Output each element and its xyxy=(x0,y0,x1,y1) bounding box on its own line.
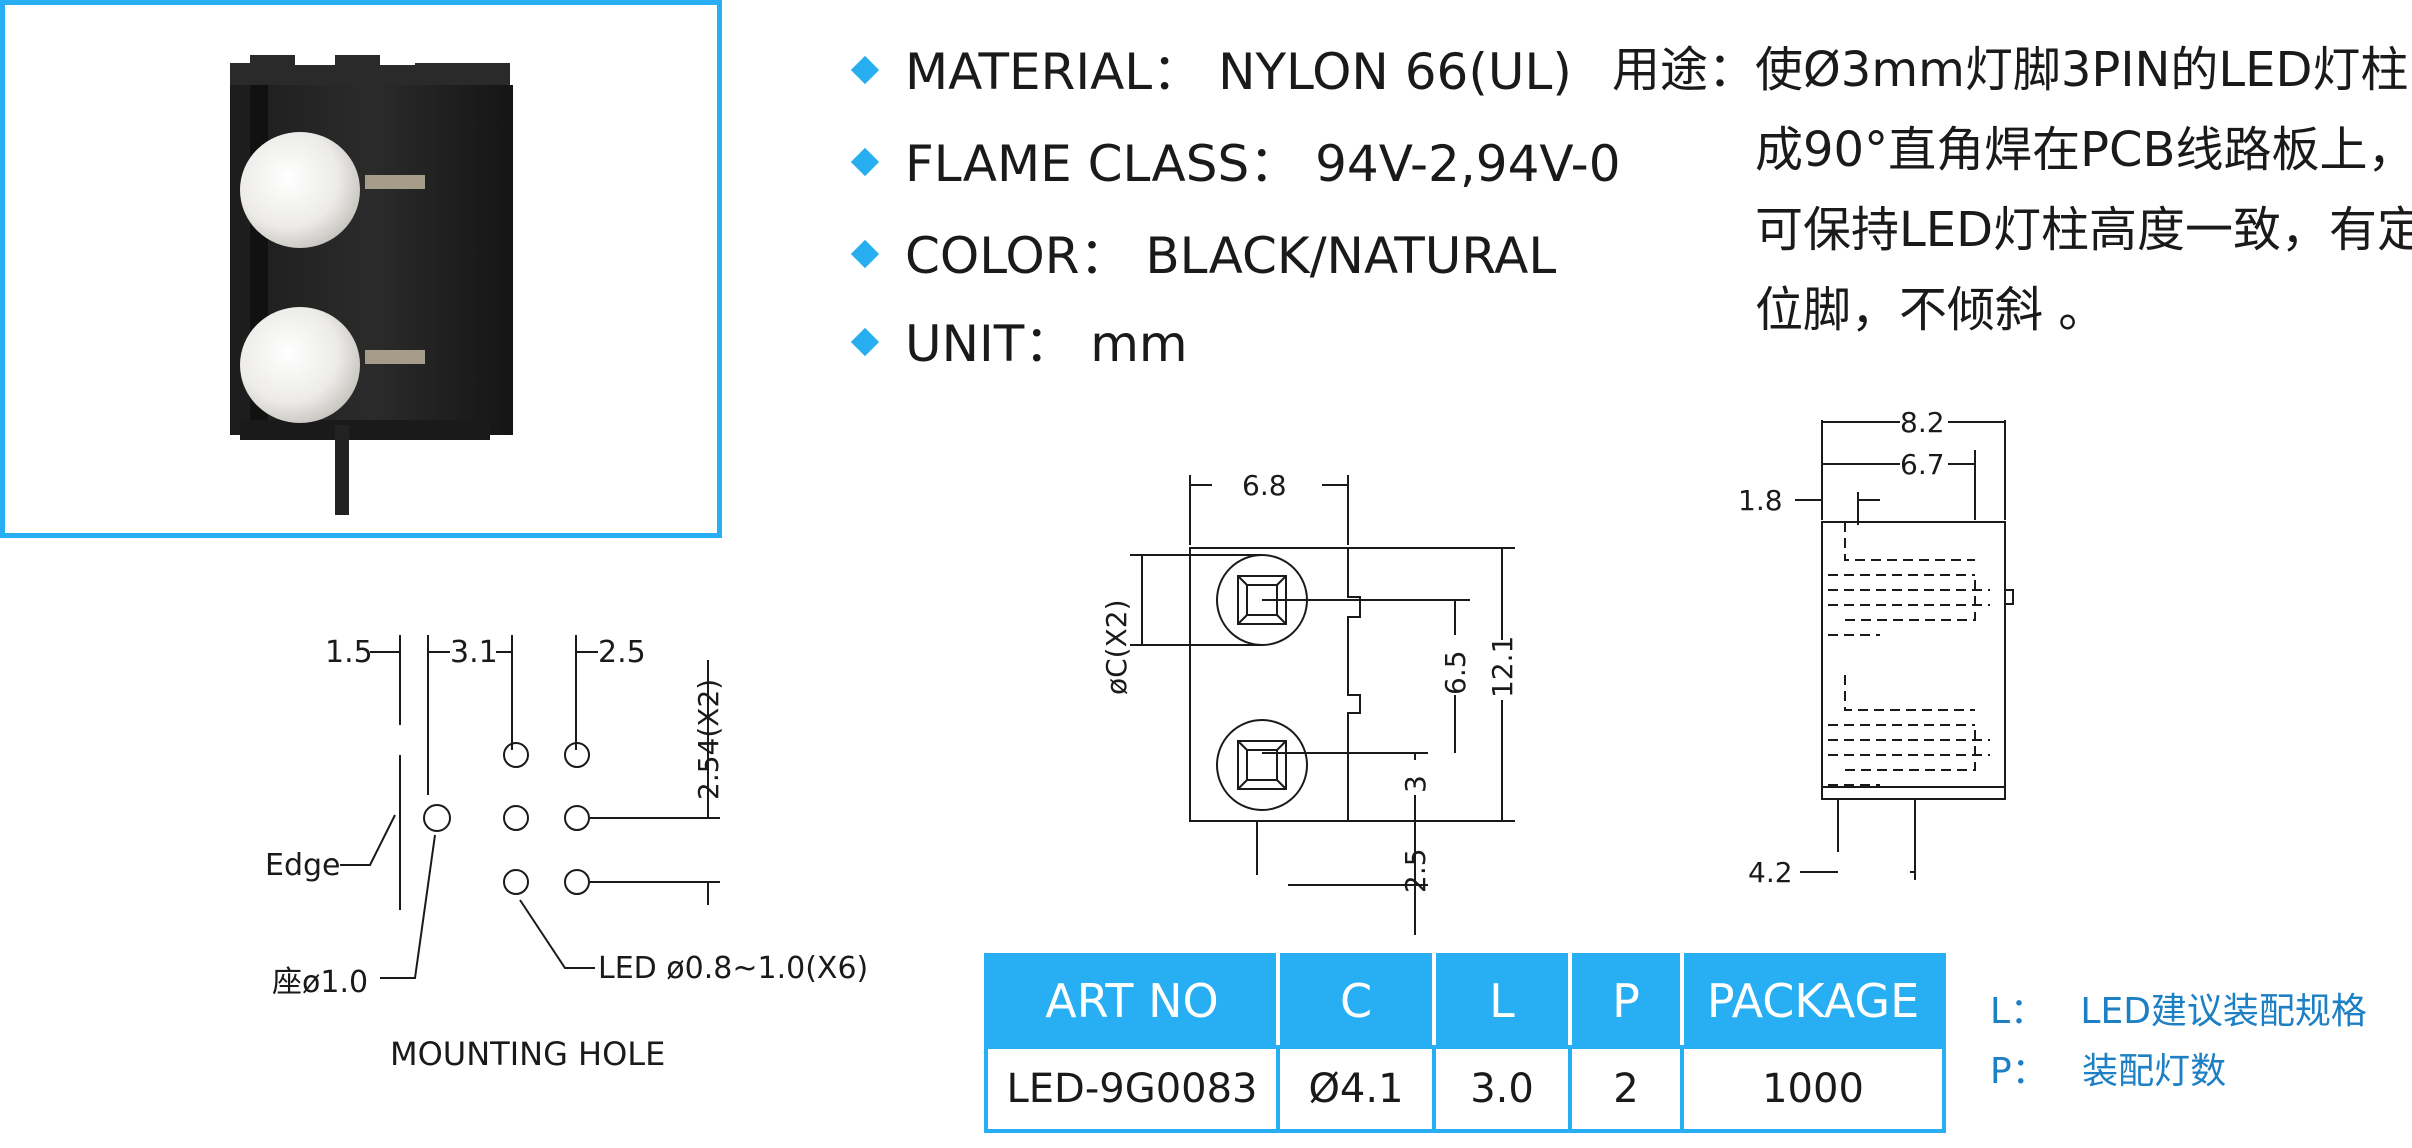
dim-oc: øC(X2) xyxy=(1100,599,1133,695)
dim-2-5-front: 2.5 xyxy=(1399,848,1432,893)
usage-line-1: 使Ø3mm灯脚3PIN的LED灯柱 xyxy=(1755,42,2409,98)
usage-line-3: 可保持LED灯柱高度一致，有定 xyxy=(1755,202,2412,258)
legend-p: P： 装配灯数 xyxy=(1990,1051,2227,1092)
header-p: P xyxy=(1568,953,1684,1049)
bullet-icon xyxy=(850,327,880,356)
bullet-icon xyxy=(850,239,880,268)
mounting-hole-drawing: 1.5 3.1 2.5 2.54(X2) Edge 座ø1.0 LED ø0.8… xyxy=(265,635,868,1073)
bullet-icon xyxy=(850,147,880,176)
edge-label: Edge xyxy=(265,848,341,883)
table-row: LED-9G0083 Ø4.1 3.0 2 1000 xyxy=(984,1045,1946,1133)
dim-8-2: 8.2 xyxy=(1900,406,1945,439)
seat-label: 座ø1.0 xyxy=(272,965,368,1000)
cell-p: 2 xyxy=(1568,1045,1684,1133)
dim-1-8: 1.8 xyxy=(1738,484,1783,517)
header-package: PACKAGE xyxy=(1680,953,1946,1049)
bullet-icon xyxy=(850,55,880,84)
dim-2-5: 2.5 xyxy=(598,635,646,670)
legend-l: L： LED建议装配规格 xyxy=(1990,991,2367,1032)
mounting-hole-title: MOUNTING HOLE xyxy=(390,1035,665,1073)
spec-flame-class: FLAME CLASS： 94V-2,94V-0 xyxy=(850,134,1621,194)
usage-line-4: 位脚，不倾斜 。 xyxy=(1755,282,2107,338)
header-l: L xyxy=(1432,953,1572,1049)
dim-6-5: 6.5 xyxy=(1439,650,1472,695)
dim-3: 3 xyxy=(1399,775,1432,793)
dim-4-2: 4.2 xyxy=(1748,856,1793,889)
led-hole-label: LED ø0.8~1.0(X6) xyxy=(598,951,868,986)
dim-1-5: 1.5 xyxy=(325,635,373,670)
dim-6-7: 6.7 xyxy=(1900,448,1945,481)
product-photo-frame xyxy=(0,0,722,538)
header-art-no: ART NO xyxy=(984,953,1280,1049)
table-header-row: ART NO C L P PACKAGE xyxy=(984,953,1946,1049)
dim-12-1: 12.1 xyxy=(1486,636,1519,698)
dim-3-1: 3.1 xyxy=(450,635,498,670)
dim-2-54: 2.54(X2) xyxy=(692,679,725,800)
cell-c: Ø4.1 xyxy=(1276,1045,1436,1133)
spec-material: MATERIAL： NYLON 66(UL) xyxy=(850,42,1572,102)
usage-line-2: 成90°直角焊在PCB线路板上， xyxy=(1755,122,2412,178)
header-c: C xyxy=(1276,953,1436,1049)
usage-label: 用途： xyxy=(1612,42,1757,98)
spec-table: ART NO C L P PACKAGE LED-9G0083 Ø4.1 3.0… xyxy=(984,953,1946,1133)
cell-l: 3.0 xyxy=(1432,1045,1572,1133)
dim-6-8: 6.8 xyxy=(1242,469,1287,502)
cell-art-no: LED-9G0083 xyxy=(984,1045,1280,1133)
side-view-drawing: 8.2 6.7 1.8 4.2 xyxy=(1738,406,2014,889)
front-view-drawing: 6.8 øC(X2) 6.5 12.1 3 2.5 xyxy=(1100,469,1519,935)
spec-color: COLOR： BLACK/NATURAL xyxy=(850,226,1556,286)
spec-unit: UNIT： mm xyxy=(850,314,1188,374)
product-photo xyxy=(230,55,513,515)
cell-package: 1000 xyxy=(1680,1045,1946,1133)
